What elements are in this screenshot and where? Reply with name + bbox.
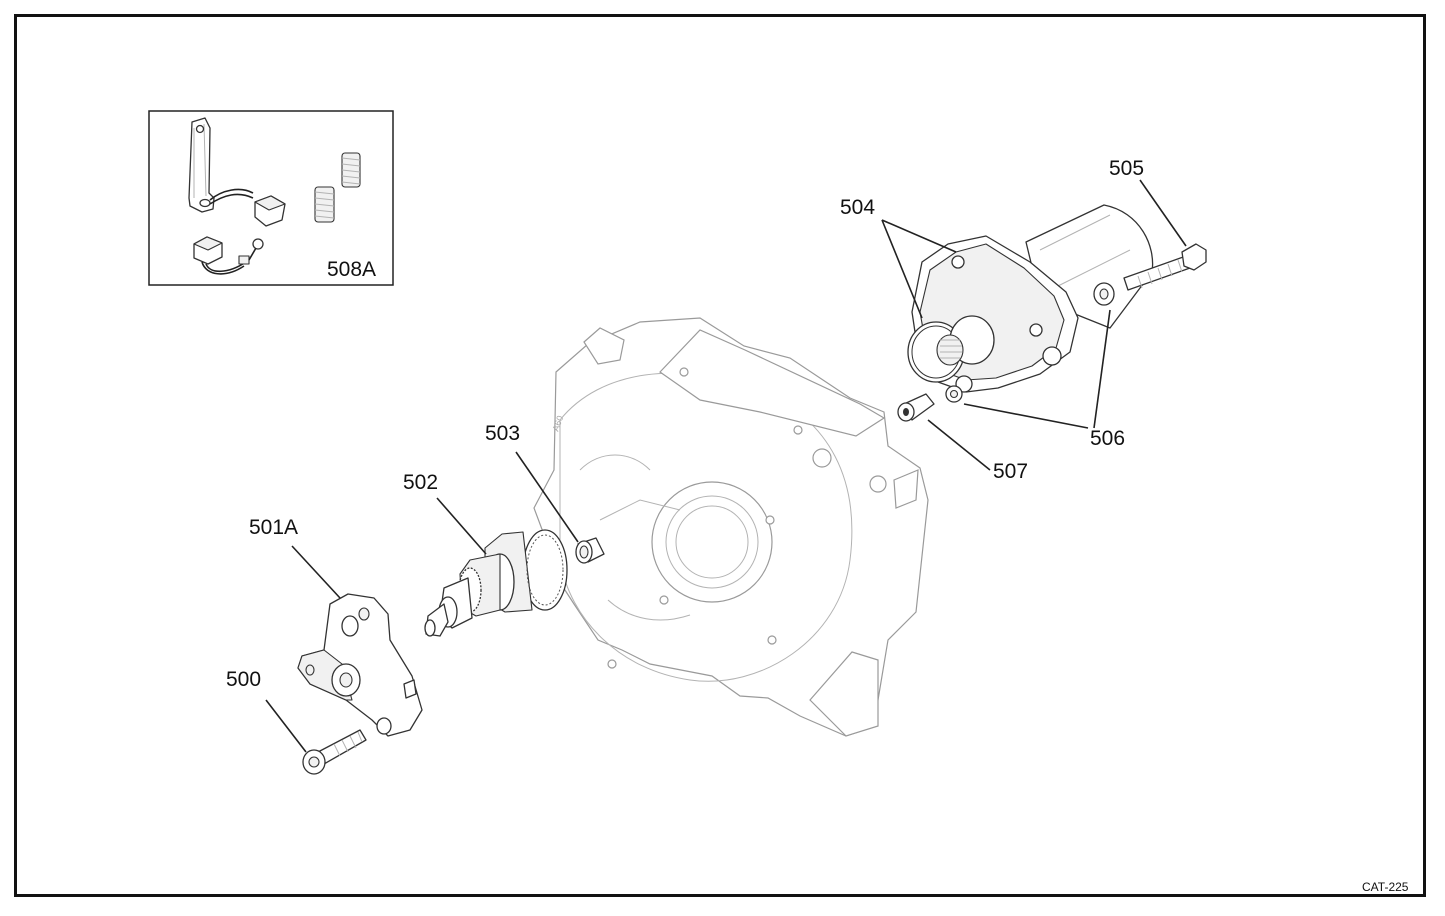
leader-lines — [265, 179, 1187, 753]
callout-506: 506 — [1090, 427, 1126, 450]
part-504-starter-motor — [907, 204, 1154, 393]
part-501a-bracket — [297, 593, 423, 737]
part-506-washers — [945, 282, 1115, 403]
part-505-bolt — [1123, 243, 1207, 291]
drawing-reference: CAT-225 — [1362, 880, 1409, 894]
callout-507: 507 — [993, 460, 1029, 483]
part-500-bolt — [302, 729, 367, 775]
crankcase: A​60 — [533, 317, 929, 737]
callout-502: 502 — [403, 471, 439, 494]
callout-504: 504 — [840, 196, 876, 219]
callout-503: 503 — [485, 422, 521, 445]
part-507-spacer — [897, 393, 935, 422]
part-502-starter-gear — [424, 529, 568, 637]
carbon-brush-lower — [193, 236, 264, 275]
brush-spring-short — [314, 186, 335, 223]
callout-501a: 501A — [249, 516, 299, 539]
callout-500: 500 — [226, 668, 262, 691]
inset-508a-brush-kit — [148, 110, 394, 286]
part-503-bushing — [575, 537, 605, 564]
carbon-brush-upper — [254, 195, 286, 227]
brush-holder-plate — [188, 117, 254, 213]
drawing-frame — [14, 14, 1426, 897]
callout-508a: 508A — [327, 258, 377, 281]
brush-spring-tall — [341, 152, 361, 188]
callout-505: 505 — [1109, 157, 1145, 180]
